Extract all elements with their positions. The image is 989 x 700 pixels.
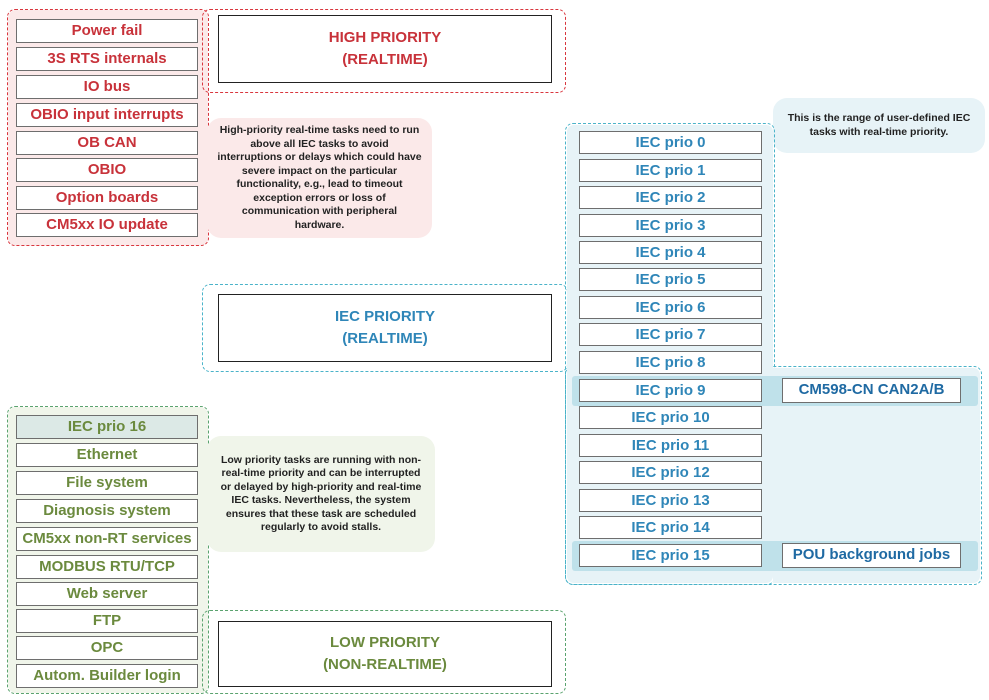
iec-prio9-side-label: CM598-CN CAN2A/B [782,378,961,403]
high-priority-header-border [202,9,566,93]
iec-item-prio-4: IEC prio 4 [579,241,762,264]
low-priority-title-line1: LOW PRIORITY [330,634,440,651]
low-item-autom-builder-login: Autom. Builder login [16,664,198,688]
iec-priority-title: IEC PRIORITY (REALTIME) [218,294,552,362]
high-item-3s-rts-internals: 3S RTS internals [16,47,198,71]
high-item-power-fail: Power fail [16,19,198,43]
low-item-opc: OPC [16,636,198,660]
iec-item-prio-2: IEC prio 2 [579,186,762,209]
high-item-option-boards: Option boards [16,186,198,210]
iec-item-prio-15: IEC prio 15 [579,544,762,567]
iec-note-background [773,98,985,153]
low-item-ftp: FTP [16,609,198,633]
iec-item-prio-10: IEC prio 10 [579,406,762,429]
iec-item-prio-0: IEC prio 0 [579,131,762,154]
iec-item-prio-6: IEC prio 6 [579,296,762,319]
iec-item-prio-3: IEC prio 3 [579,214,762,237]
iec-item-prio-14: IEC prio 14 [579,516,762,539]
high-priority-note-text: High-priority real-time tasks need to ru… [217,124,422,231]
low-priority-title-line2: (NON-REALTIME) [323,656,447,673]
high-priority-title: HIGH PRIORITY (REALTIME) [218,15,552,83]
iec-item-prio-11: IEC prio 11 [579,434,762,457]
iec-item-prio-12: IEC prio 12 [579,461,762,484]
low-item-cm5xx-non-rt-services: CM5xx non-RT services [16,527,198,551]
iec-item-prio-8: IEC prio 8 [579,351,762,374]
high-item-obio: OBIO [16,158,198,182]
iec-prio15-side-label: POU background jobs [782,543,961,568]
iec-item-prio-5: IEC prio 5 [579,268,762,291]
low-priority-title: LOW PRIORITY (NON-REALTIME) [218,621,552,687]
high-item-io-bus: IO bus [16,75,198,99]
low-item-file-system: File system [16,471,198,495]
iec-priority-title-line1: IEC PRIORITY [334,308,435,325]
high-item-obio-input-interrupts: OBIO input interrupts [16,103,198,127]
low-item-ethernet: Ethernet [16,443,198,467]
iec-item-prio-1: IEC prio 1 [579,159,762,182]
iec-item-prio-13: IEC prio 13 [579,489,762,512]
iec-item-prio-9: IEC prio 9 [579,379,762,402]
iec-item-prio-7: IEC prio 7 [579,323,762,346]
iec-priority-note: This is the range of user-defined IEC ta… [773,98,985,153]
high-priority-title-line1: HIGH PRIORITY [328,29,442,46]
low-item-diagnosis-system: Diagnosis system [16,499,198,523]
iec-priority-right-border [565,366,982,585]
low-priority-note-text: Low priority tasks are running with non-… [220,453,422,534]
low-item-iec-prio-16: IEC prio 16 [16,415,198,439]
iec-priority-note-text: This is the range of user-defined IEC ta… [787,112,971,138]
low-priority-left-border [7,406,209,694]
low-item-web-server: Web server [16,582,198,606]
high-priority-left-border [7,9,209,246]
low-priority-note: Low priority tasks are running with non-… [207,436,435,552]
low-priority-footer-border [202,610,566,694]
high-item-ob-can: OB CAN [16,131,198,155]
high-priority-title-line2: (REALTIME) [342,51,428,68]
iec-priority-title-line2: (REALTIME) [342,330,428,347]
low-item-modbus-rtu-tcp: MODBUS RTU/TCP [16,555,198,579]
high-priority-note: High-priority real-time tasks need to ru… [207,118,432,238]
high-item-cm5xx-io-update: CM5xx IO update [16,213,198,237]
